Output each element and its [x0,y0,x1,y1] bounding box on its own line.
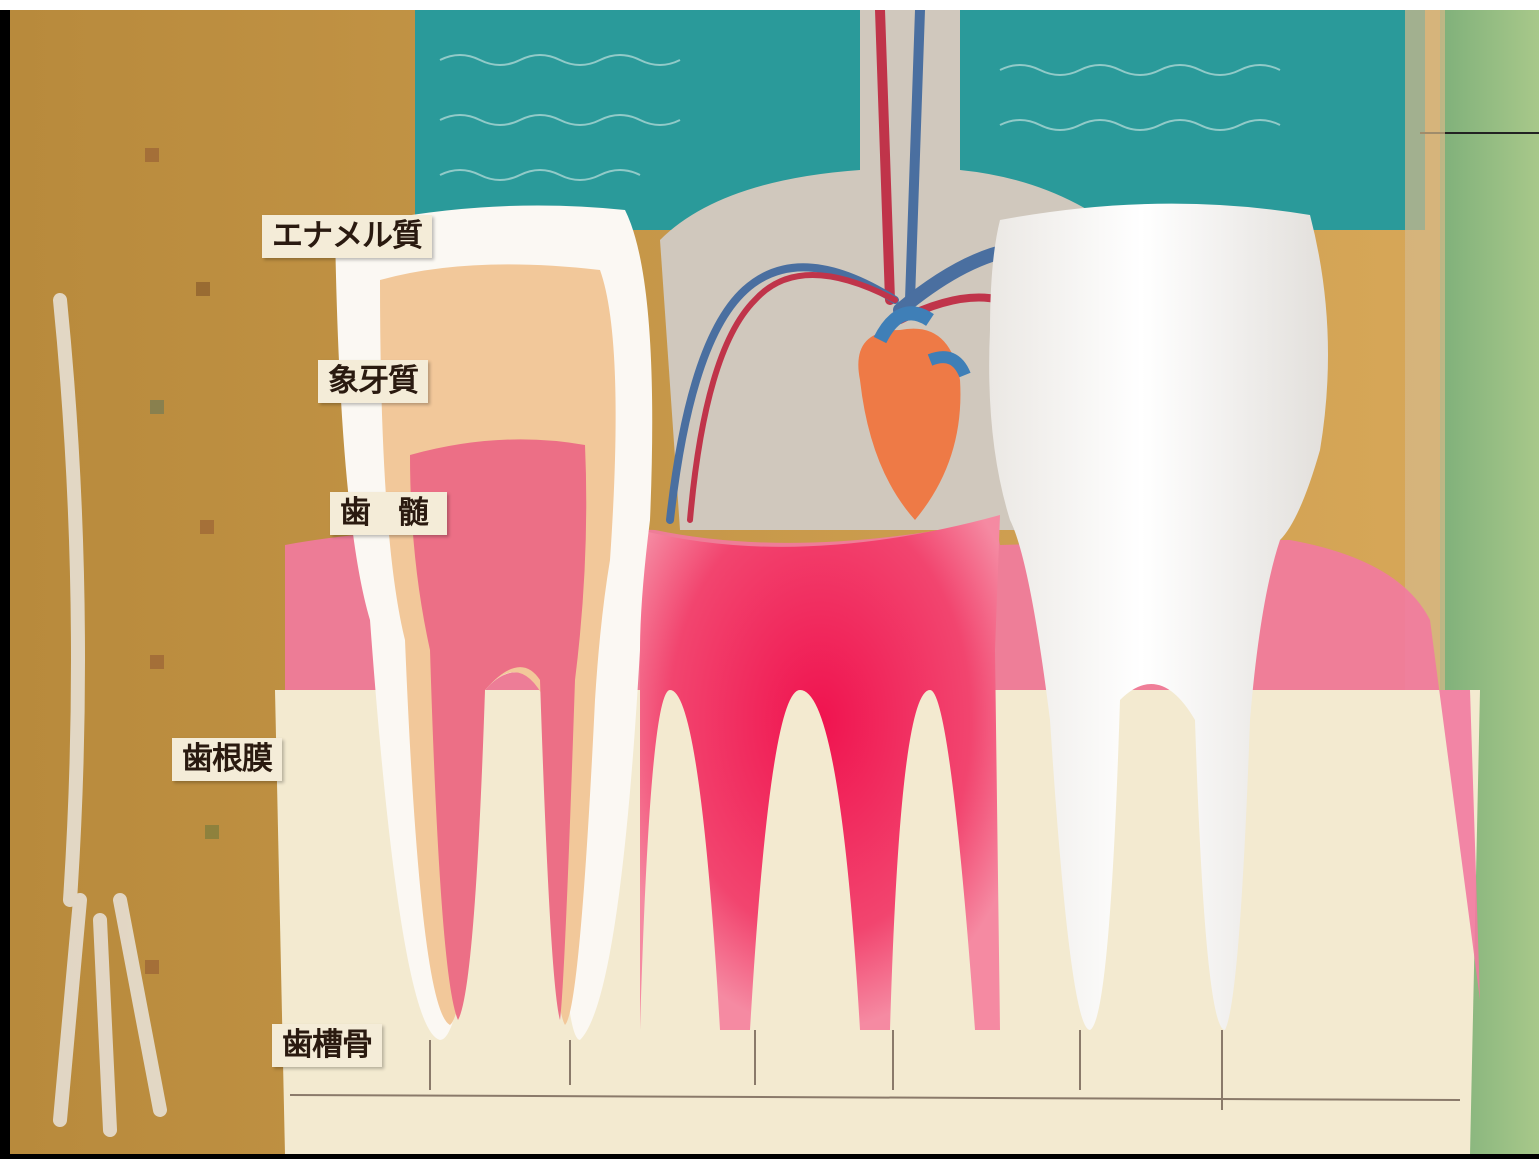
label-alveolar-bone: 歯槽骨 [272,1024,382,1067]
label-periodontal-ligament: 歯根膜 [172,738,282,781]
label-dentin: 象牙質 [318,360,428,403]
label-enamel: エナメル質 [262,215,432,258]
label-pulp: 歯 髄 [330,492,447,535]
